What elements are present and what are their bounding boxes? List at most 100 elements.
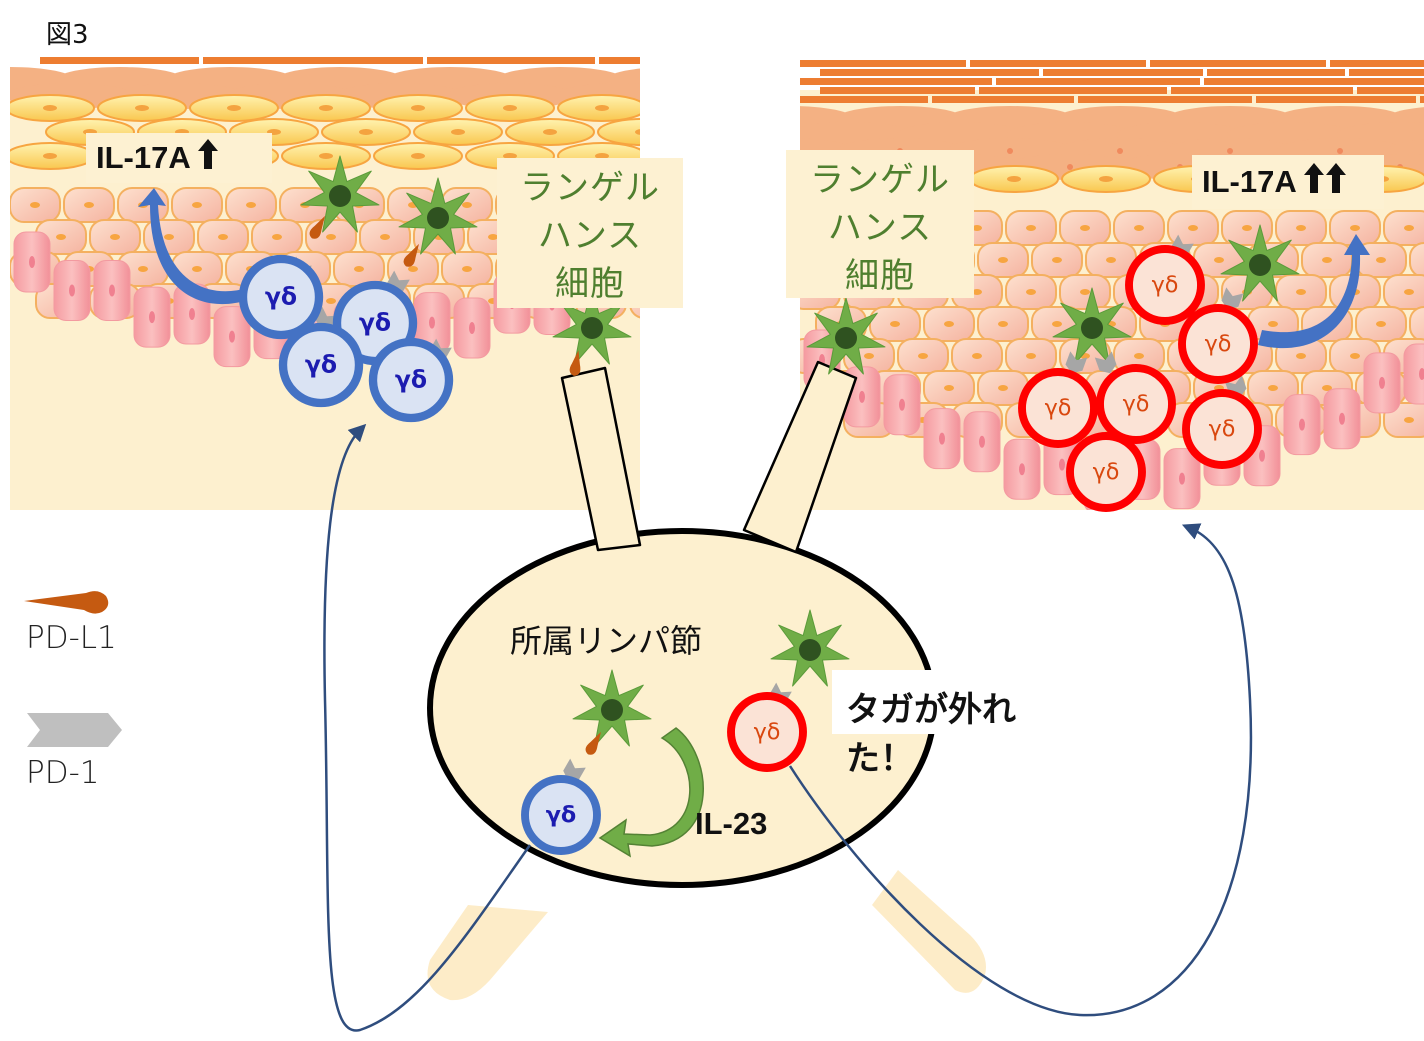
gd-t-cell: γδ <box>1178 304 1258 384</box>
pd-1-shape <box>1094 351 1117 374</box>
gd-cell-body <box>278 322 364 408</box>
cell-nucleus <box>1099 176 1113 182</box>
langerhans-cell <box>1052 287 1132 365</box>
cell-nucleus <box>1214 257 1224 263</box>
cell-nucleus <box>1268 385 1278 391</box>
cell-nucleus <box>229 330 235 343</box>
il17a-label-right: IL-17A <box>1192 155 1384 209</box>
stratum-corneum-bar <box>820 87 975 94</box>
stratum-corneum-bar <box>800 78 992 85</box>
stratum-corneum-bar <box>1078 96 1252 103</box>
cell-nucleus <box>1404 417 1414 423</box>
langerhans-line-2: ハンス <box>827 208 933 248</box>
stratum-corneum-bar <box>800 96 928 103</box>
stratum-corneum-bar <box>40 57 199 64</box>
legend-pd-1-label: PD-1 <box>26 755 100 791</box>
cell-nucleus <box>595 105 609 111</box>
stratum-corneum-bar <box>427 57 595 64</box>
cell-nucleus <box>687 105 701 111</box>
double-up-arrow-icon <box>1297 162 1347 202</box>
gd-cell-body <box>1018 368 1098 448</box>
cell-nucleus <box>246 202 256 208</box>
stratum-corneum-bar <box>580 48 726 55</box>
langerhans-cell <box>398 177 478 255</box>
stratum-corneum-bar <box>1256 96 1416 103</box>
cell-nucleus <box>1337 148 1343 154</box>
gd-t-cell: γδ <box>1125 245 1205 325</box>
langerhans-nucleus <box>329 185 351 207</box>
cell-nucleus <box>319 105 333 111</box>
cell-nucleus <box>326 234 336 240</box>
cell-nucleus <box>1339 412 1345 425</box>
langerhans-cell <box>572 669 652 747</box>
keratinocyte-spinous <box>1409 306 1424 342</box>
gd-cell-body <box>238 254 324 340</box>
il17a-text-left: IL-17A <box>96 140 191 175</box>
cell-nucleus <box>727 129 741 135</box>
cell-nucleus <box>1322 257 1332 263</box>
cell-nucleus <box>84 202 94 208</box>
cell-nucleus <box>56 234 66 240</box>
cell-nucleus <box>462 266 472 272</box>
stratum-corneum-bar <box>1330 60 1424 67</box>
keratinocyte-yellow <box>650 95 738 121</box>
gd-t-cell: γδ <box>278 322 364 408</box>
cell-nucleus <box>1106 257 1116 263</box>
gd-cell-body <box>1182 389 1262 469</box>
gd-cell-label: γδ <box>305 351 337 379</box>
gd-t-cell: γδ <box>727 692 807 772</box>
cell-nucleus <box>29 256 35 268</box>
up-arrow-glyph <box>1303 163 1324 193</box>
cell-nucleus <box>503 153 517 159</box>
pd-1-receptor <box>563 758 586 781</box>
cell-nucleus <box>451 129 465 135</box>
cell-nucleus <box>469 322 475 335</box>
gd-cell-body <box>1066 432 1146 512</box>
pd-l1-ligand <box>585 731 601 755</box>
legend <box>24 591 122 747</box>
cell-nucleus <box>1227 148 1233 154</box>
cell-nucleus <box>979 435 985 448</box>
il17a-arrow-right <box>1258 234 1370 349</box>
cell-nucleus <box>635 129 640 135</box>
cell-nucleus <box>1296 289 1306 295</box>
langerhans-nucleus <box>601 699 623 721</box>
stratum-corneum-bar <box>996 78 1200 85</box>
gd-cell-label: γδ <box>1123 391 1150 417</box>
migration-path-right <box>788 523 1253 1017</box>
cell-nucleus <box>1007 148 1013 154</box>
efferent-vessel-left <box>427 905 548 1001</box>
keratinocyte-spinous <box>684 284 734 318</box>
pd-1-shape <box>1065 351 1088 374</box>
langerhans-nucleus <box>581 317 603 339</box>
cell-nucleus <box>704 298 714 304</box>
pd-l1-shape <box>585 731 601 755</box>
callout-unleashed: タガが外れた！ <box>832 670 1094 779</box>
langerhans-nucleus <box>799 639 821 661</box>
afferent-vessel-right <box>742 360 858 554</box>
cell-nucleus <box>1188 225 1198 231</box>
cell-nucleus <box>1179 472 1185 485</box>
stratum-corneum-bar <box>820 69 1039 76</box>
cell-nucleus <box>411 105 425 111</box>
pd-1-receptor <box>1065 351 1088 374</box>
stratum-corneum-bar <box>10 48 216 55</box>
cell-nucleus <box>1379 376 1385 389</box>
cell-nucleus <box>1019 463 1025 476</box>
cell-nucleus <box>503 105 517 111</box>
keratinocyte-yellow <box>597 118 640 146</box>
up-arrow-glyph <box>197 139 218 169</box>
cell-nucleus <box>408 266 418 272</box>
lymph-node-title: 所属リンパ節 <box>510 622 703 660</box>
cell-nucleus <box>972 225 982 231</box>
langerhans-cell <box>1220 224 1300 302</box>
gd-cell-label: γδ <box>359 309 391 337</box>
cell-nucleus <box>1259 449 1265 462</box>
langerhans-line-1: ランゲル <box>520 168 660 208</box>
cell-nucleus <box>972 289 982 295</box>
cell-nucleus <box>1052 321 1062 327</box>
cell-nucleus <box>1268 321 1278 327</box>
langerhans-line-1: ランゲル <box>810 160 950 200</box>
cell-nucleus <box>1026 289 1036 295</box>
cell-nucleus <box>354 266 364 272</box>
